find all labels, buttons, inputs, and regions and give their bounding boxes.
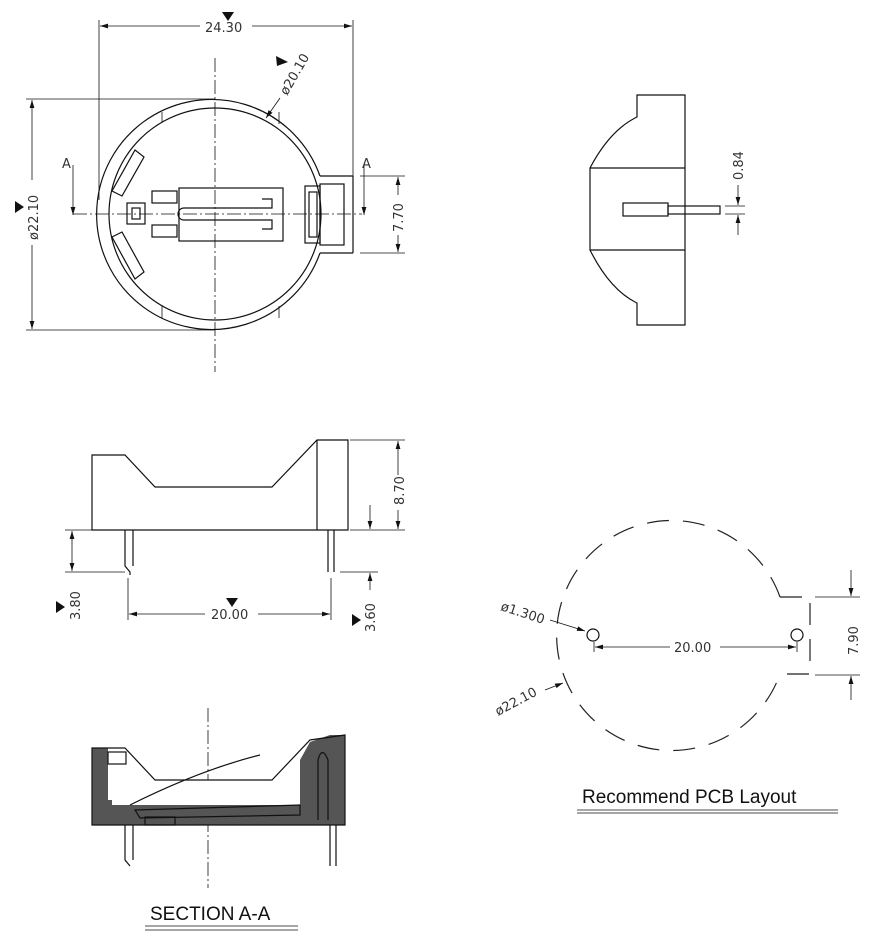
right-pin-dimension: 3.60 — [364, 603, 379, 632]
pcb-hole-spacing-dimension: 20.00 — [674, 641, 711, 656]
contact-thickness-dimension: 0.84 — [732, 151, 747, 180]
side-view: 0.84 — [589, 94, 747, 326]
top-view: 24.30 ø22.10 ø20.10 7.70 A A — [15, 12, 407, 372]
inner-ring — [108, 107, 322, 321]
tab-height-dimension: 7.70 — [392, 203, 407, 232]
pcb-hole-right — [790, 628, 804, 642]
height-dimension: 8.70 — [393, 476, 408, 505]
pcb-tab-dimension: 7.90 — [847, 626, 862, 655]
inner-diameter-dimension: ø20.10 — [277, 51, 313, 98]
section-view: SECTION A-A — [91, 708, 346, 931]
left-pin-dimension: 3.80 — [69, 591, 84, 620]
front-view: 8.70 3.80 20.00 3.60 — [56, 439, 408, 632]
section-title: SECTION A-A — [150, 904, 271, 925]
pcb-hole-dimension: ø1.300 — [499, 600, 547, 628]
section-mark-left: A — [62, 157, 71, 172]
outer-diameter-dimension: ø22.10 — [27, 195, 42, 240]
width-dimension: 24.30 — [205, 21, 242, 36]
critical-dim-marker-icon — [222, 12, 234, 21]
pin-spacing-dimension: 20.00 — [211, 608, 248, 623]
pcb-outline — [556, 519, 781, 752]
pcb-layout-title: Recommend PCB Layout — [582, 787, 797, 808]
pcb-hole-left — [586, 628, 600, 642]
pcb-layout-view: 20.00 ø1.300 ø22.10 7.90 Recommend PCB L… — [493, 519, 862, 814]
pcb-outline-dimension: ø22.10 — [493, 685, 540, 719]
outer-ring — [96, 98, 321, 331]
section-mark-right: A — [362, 157, 371, 172]
